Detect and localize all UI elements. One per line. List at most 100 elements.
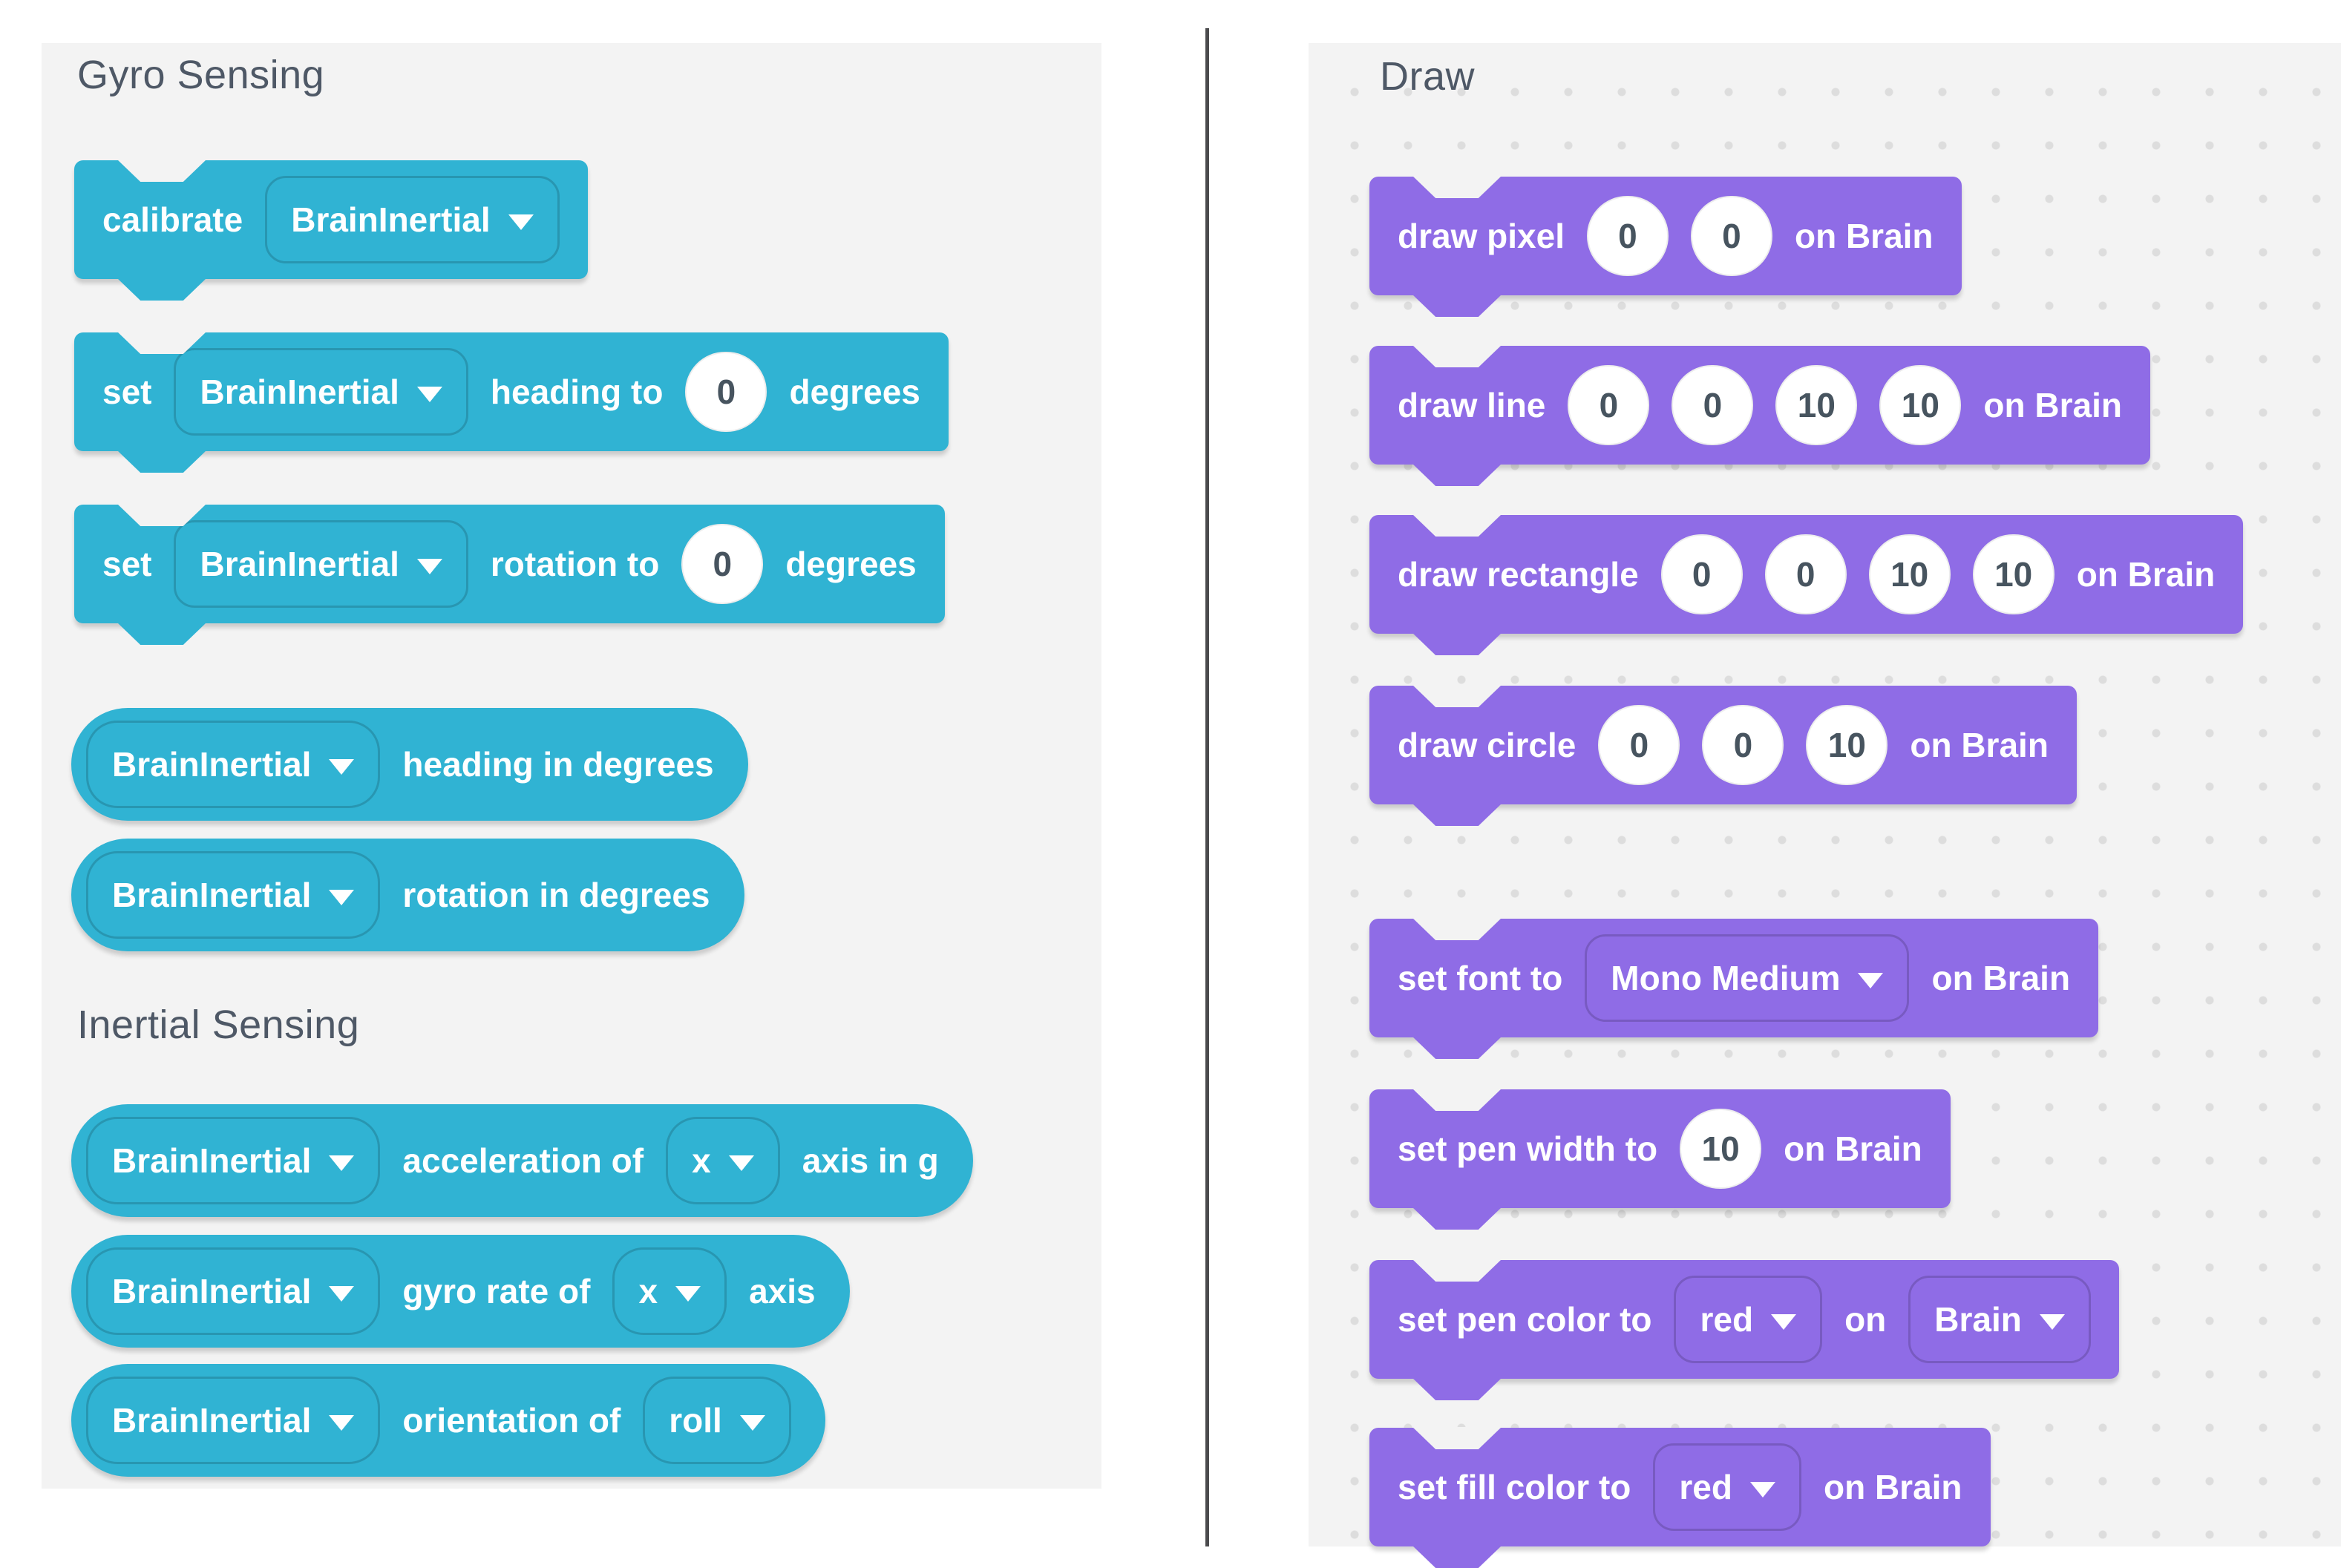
device-dropdown[interactable]: BrainInertial bbox=[265, 176, 560, 263]
block-label: on Brain bbox=[1983, 386, 2122, 424]
block-orientation-of[interactable]: BrainInertial orientation of roll bbox=[71, 1364, 825, 1477]
number-input[interactable]: 0 bbox=[1702, 705, 1784, 785]
block-set-fill-color[interactable]: set fill color to red on Brain bbox=[1369, 1427, 1991, 1568]
number-input[interactable]: 0 bbox=[1586, 196, 1669, 276]
dropdown-arrow-icon bbox=[329, 1155, 355, 1171]
block-label: set pen color to bbox=[1398, 1300, 1652, 1339]
dropdown-value: BrainInertial bbox=[112, 1272, 312, 1311]
device-dropdown[interactable]: Brain bbox=[1908, 1276, 2091, 1363]
dropdown-value: red bbox=[1700, 1300, 1754, 1339]
dropdown-arrow-icon bbox=[739, 1414, 765, 1431]
number-input[interactable]: 10 bbox=[1775, 365, 1858, 445]
block-label: heading to bbox=[490, 373, 664, 411]
axis-dropdown[interactable]: x bbox=[612, 1247, 727, 1335]
block-set-font[interactable]: set font to Mono Medium on Brain bbox=[1369, 918, 2099, 1059]
gyro-sensing-palette: Gyro Sensing calibrate BrainInertial set… bbox=[42, 43, 1101, 1489]
number-input[interactable]: 0 bbox=[1764, 534, 1847, 614]
number-input[interactable]: 10 bbox=[1879, 365, 1962, 445]
block-draw-circle[interactable]: draw circle 0 0 10 on Brain bbox=[1369, 685, 2077, 826]
block-tab bbox=[1412, 1546, 1502, 1568]
block-label: on Brain bbox=[1931, 959, 2071, 997]
number-input[interactable]: 10 bbox=[1972, 534, 2054, 614]
dropdown-arrow-icon bbox=[508, 214, 534, 230]
block-notch bbox=[1412, 918, 1502, 940]
dropdown-value: x bbox=[692, 1141, 711, 1180]
block-gyro-rate-of[interactable]: BrainInertial gyro rate of x axis bbox=[71, 1235, 850, 1348]
block-label: on Brain bbox=[2076, 555, 2216, 594]
dropdown-value: BrainInertial bbox=[200, 545, 399, 583]
block-rotation-in-degrees[interactable]: BrainInertial rotation in degrees bbox=[71, 839, 744, 951]
block-tab bbox=[1412, 633, 1502, 655]
block-acceleration-of[interactable]: BrainInertial acceleration of x axis in … bbox=[71, 1104, 973, 1217]
block-tab bbox=[1412, 804, 1502, 826]
font-dropdown[interactable]: Mono Medium bbox=[1585, 934, 1910, 1022]
block-tab bbox=[117, 278, 206, 301]
device-dropdown[interactable]: BrainInertial bbox=[86, 1247, 381, 1335]
color-dropdown[interactable]: red bbox=[1653, 1443, 1801, 1531]
device-dropdown[interactable]: BrainInertial bbox=[174, 520, 468, 608]
block-label: gyro rate of bbox=[402, 1272, 591, 1311]
block-label: set fill color to bbox=[1398, 1468, 1631, 1506]
block-label: rotation in degrees bbox=[402, 876, 710, 914]
number-input[interactable]: 10 bbox=[1680, 1109, 1762, 1189]
dropdown-value: x bbox=[638, 1272, 658, 1311]
block-label: set bbox=[102, 373, 152, 411]
device-dropdown[interactable]: BrainInertial bbox=[86, 721, 381, 808]
block-tab bbox=[1412, 295, 1502, 317]
dropdown-arrow-icon bbox=[728, 1155, 754, 1171]
device-dropdown[interactable]: BrainInertial bbox=[86, 851, 381, 939]
block-label: on bbox=[1844, 1300, 1887, 1339]
device-dropdown[interactable]: BrainInertial bbox=[86, 1117, 381, 1204]
number-input[interactable]: 0 bbox=[1690, 196, 1772, 276]
block-label: draw rectangle bbox=[1398, 555, 1639, 594]
color-dropdown[interactable]: red bbox=[1674, 1276, 1823, 1363]
block-notch bbox=[117, 160, 206, 182]
block-label: degrees bbox=[785, 545, 917, 583]
block-heading-in-degrees[interactable]: BrainInertial heading in degrees bbox=[71, 708, 748, 821]
orientation-dropdown[interactable]: roll bbox=[643, 1377, 791, 1464]
block-set-pen-width[interactable]: set pen width to 10 on Brain bbox=[1369, 1089, 1951, 1230]
dropdown-value: red bbox=[1679, 1468, 1732, 1506]
dropdown-arrow-icon bbox=[1749, 1481, 1775, 1498]
dropdown-arrow-icon bbox=[329, 1285, 355, 1302]
device-dropdown[interactable]: BrainInertial bbox=[174, 348, 468, 436]
dropdown-arrow-icon bbox=[2039, 1313, 2065, 1330]
block-notch bbox=[1412, 1427, 1502, 1449]
block-label: axis in g bbox=[802, 1141, 939, 1180]
axis-dropdown[interactable]: x bbox=[666, 1117, 780, 1204]
block-draw-pixel[interactable]: draw pixel 0 0 on Brain bbox=[1369, 176, 1962, 317]
block-notch bbox=[1412, 514, 1502, 537]
dropdown-value: BrainInertial bbox=[112, 876, 312, 914]
block-set-heading[interactable]: set BrainInertial heading to 0 degrees bbox=[74, 332, 949, 473]
block-label: on Brain bbox=[1784, 1129, 1922, 1168]
block-draw-line[interactable]: draw line 0 0 10 10 on Brain bbox=[1369, 345, 2150, 486]
block-label: orientation of bbox=[402, 1401, 621, 1440]
block-label: set font to bbox=[1398, 959, 1563, 997]
block-notch bbox=[1412, 1089, 1502, 1111]
dropdown-value: Mono Medium bbox=[1611, 959, 1841, 997]
number-input[interactable]: 0 bbox=[681, 524, 764, 604]
number-input[interactable]: 0 bbox=[1568, 365, 1650, 445]
block-calibrate[interactable]: calibrate BrainInertial bbox=[74, 160, 588, 301]
block-label: calibrate bbox=[102, 200, 243, 239]
block-draw-rectangle[interactable]: draw rectangle 0 0 10 10 on Brain bbox=[1369, 514, 2244, 655]
block-set-pen-color[interactable]: set pen color to red on Brain bbox=[1369, 1259, 2119, 1400]
number-input[interactable]: 10 bbox=[1806, 705, 1888, 785]
block-label: draw circle bbox=[1398, 726, 1577, 764]
panel-divider bbox=[1205, 28, 1209, 1546]
block-tab bbox=[1412, 1037, 1502, 1059]
block-notch bbox=[1412, 345, 1502, 367]
block-label: draw pixel bbox=[1398, 217, 1565, 255]
number-input[interactable]: 0 bbox=[1660, 534, 1743, 614]
block-label: degrees bbox=[789, 373, 920, 411]
dropdown-arrow-icon bbox=[1858, 972, 1884, 988]
block-set-rotation[interactable]: set BrainInertial rotation to 0 degrees bbox=[74, 504, 945, 645]
number-input[interactable]: 0 bbox=[685, 352, 767, 432]
dropdown-value: BrainInertial bbox=[112, 745, 312, 784]
device-dropdown[interactable]: BrainInertial bbox=[86, 1377, 381, 1464]
block-notch bbox=[1412, 685, 1502, 707]
block-label: on Brain bbox=[1823, 1468, 1962, 1506]
number-input[interactable]: 10 bbox=[1868, 534, 1951, 614]
number-input[interactable]: 0 bbox=[1598, 705, 1680, 785]
number-input[interactable]: 0 bbox=[1672, 365, 1754, 445]
